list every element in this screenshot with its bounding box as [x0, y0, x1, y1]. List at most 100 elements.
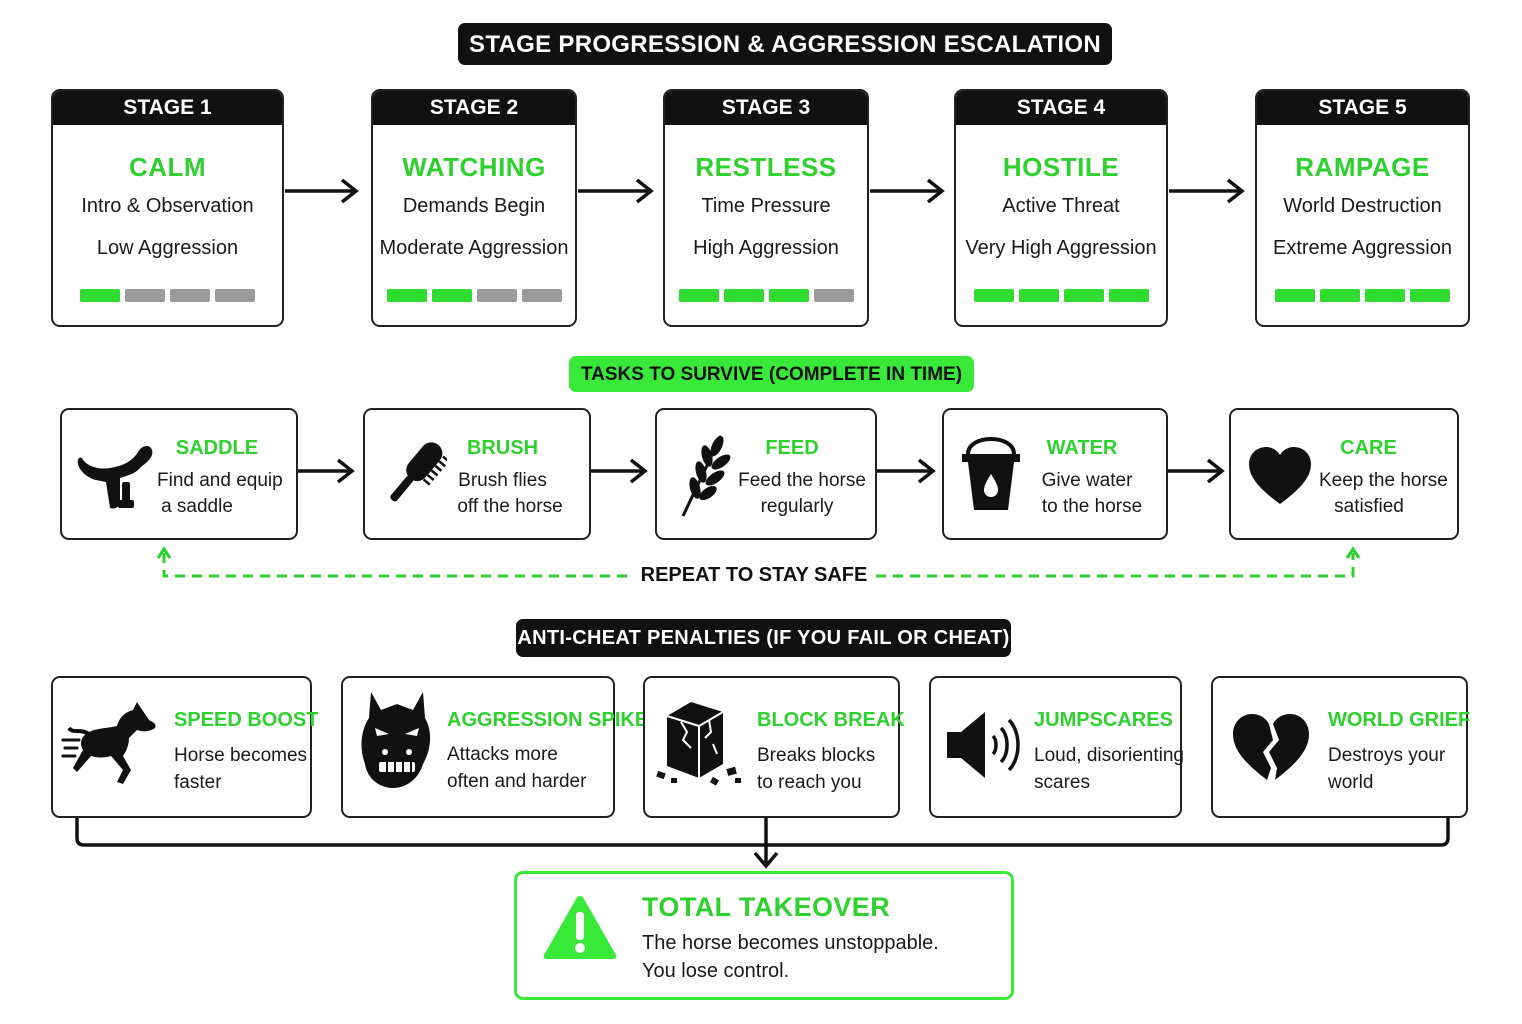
task-title: BRUSH — [466, 437, 539, 459]
aggression-meter — [1257, 289, 1468, 302]
penalty-title: SPEED BOOST — [174, 709, 319, 731]
arrow-stage-2-3 — [578, 178, 654, 204]
stage-label: STAGE 1 — [53, 91, 282, 125]
stage-card-4: STAGE 4 HOSTILE Active Threat Very High … — [954, 89, 1168, 327]
stage-aggression: Low Aggression — [96, 237, 239, 259]
stage-label: STAGE 4 — [956, 91, 1166, 125]
penalty-card-world-grief: WORLD GRIEF Destroys your world — [1211, 676, 1471, 818]
aggression-meter — [53, 289, 282, 302]
arrow-task-3-4 — [877, 458, 936, 484]
task-desc-line1: Find and equip — [157, 470, 283, 491]
penalty-title: WORLD GRIEF — [1328, 709, 1471, 731]
penalty-title: JUMPSCARES — [1034, 709, 1173, 731]
stage-name: CALM — [128, 152, 207, 182]
meter-segment — [723, 289, 764, 302]
stage-aggression: Very High Aggression — [965, 237, 1157, 259]
meter-segment — [170, 289, 210, 302]
task-card-saddle: SADDLE Find and equip a saddle — [60, 408, 298, 540]
meter-segment — [973, 289, 1014, 302]
aggression-meter — [665, 289, 867, 302]
task-desc-line1: Feed the horse — [738, 470, 866, 491]
meter-segment — [215, 289, 255, 302]
penalty-desc-line2: to reach you — [757, 772, 862, 793]
meter-segment — [1275, 289, 1315, 302]
task-desc-line2: regularly — [760, 496, 834, 517]
takeover-title: TOTAL TAKEOVER — [642, 892, 891, 922]
penalty-card-jumpscares: JUMPSCARES Loud, disorienting scares — [929, 676, 1184, 818]
meter-segment — [1410, 289, 1450, 302]
stage-subtitle: Demands Begin — [402, 195, 546, 217]
stage-card-2: STAGE 2 WATCHING Demands Begin Moderate … — [371, 89, 577, 327]
meter-segment — [521, 289, 562, 302]
task-title: FEED — [765, 437, 819, 459]
penalty-desc-line2: often and harder — [447, 771, 587, 792]
aggression-meter — [956, 289, 1166, 302]
stage-subtitle: Active Threat — [1002, 195, 1120, 217]
penalty-desc-line2: faster — [174, 772, 222, 793]
stage-subtitle: Intro & Observation — [81, 195, 254, 217]
task-title: CARE — [1340, 437, 1397, 459]
warning-icon — [541, 892, 619, 962]
arrow-task-1-2 — [298, 458, 355, 484]
meter-segment — [1108, 289, 1149, 302]
stage-name: WATCHING — [402, 152, 546, 182]
running-horse-icon — [61, 698, 161, 788]
task-desc-line1: Brush flies — [458, 470, 547, 491]
penalty-desc-line1: Horse becomes — [174, 745, 308, 766]
wheat-icon — [677, 432, 733, 518]
penalty-desc-line1: Attacks more — [447, 744, 558, 765]
meter-segment — [80, 289, 120, 302]
task-desc-line1: Give water — [1041, 470, 1133, 491]
penalty-card-block-break: BLOCK BREAK Breaks blocks to reach you — [643, 676, 905, 818]
stage-subtitle: World Destruction — [1283, 195, 1442, 217]
penalty-card-aggression-spike: AGGRESSION SPIKE Attacks more often and … — [341, 676, 648, 818]
meter-segment — [1365, 289, 1405, 302]
penalties-section-title: ANTI-CHEAT PENALTIES (IF YOU FAIL OR CHE… — [516, 619, 1011, 657]
angry-horse-icon — [357, 688, 437, 798]
penalty-desc-line1: Destroys your — [1328, 745, 1446, 766]
takeover-line2: You lose control. — [642, 960, 790, 982]
speaker-icon — [945, 710, 1025, 780]
arrow-task-2-3 — [591, 458, 648, 484]
water-bucket-icon — [958, 430, 1024, 516]
meter-segment — [768, 289, 809, 302]
stage-name: HOSTILE — [1002, 152, 1120, 182]
stage-card-1: STAGE 1 CALM Intro & Observation Low Agg… — [51, 89, 284, 327]
meter-segment — [386, 289, 427, 302]
penalty-title: BLOCK BREAK — [757, 709, 905, 731]
stage-name: RESTLESS — [695, 152, 837, 182]
meter-segment — [476, 289, 517, 302]
meter-segment — [1320, 289, 1360, 302]
task-title: WATER — [1046, 437, 1118, 459]
cracked-block-icon — [653, 698, 749, 788]
takeover-card: TOTAL TAKEOVER The horse becomes unstopp… — [514, 871, 1014, 1000]
penalty-title: AGGRESSION SPIKE — [447, 709, 649, 731]
repeat-label: REPEAT TO STAY SAFE — [640, 564, 868, 586]
arrow-stage-3-4 — [870, 178, 945, 204]
heart-icon — [1247, 446, 1313, 506]
arrow-stage-4-5 — [1169, 178, 1245, 204]
task-card-water: WATER Give water to the horse — [942, 408, 1168, 540]
penalty-bracket — [75, 818, 1450, 869]
stage-aggression: Moderate Aggression — [379, 237, 569, 259]
stage-card-5: STAGE 5 RAMPAGE World Destruction Extrem… — [1255, 89, 1470, 327]
task-desc-line1: Keep the horse — [1319, 470, 1448, 491]
takeover-line1: The horse becomes unstoppable. — [642, 932, 939, 954]
task-desc-line2: off the horse — [457, 496, 563, 517]
meter-segment — [125, 289, 165, 302]
arrow-task-4-5 — [1168, 458, 1225, 484]
stage-aggression: Extreme Aggression — [1273, 237, 1452, 259]
penalty-desc-line1: Breaks blocks — [757, 745, 876, 766]
meter-segment — [1063, 289, 1104, 302]
meter-segment — [1018, 289, 1059, 302]
brush-icon — [381, 434, 447, 514]
stage-label: STAGE 2 — [373, 91, 575, 125]
task-desc-line2: satisfied — [1334, 496, 1404, 517]
stage-aggression: High Aggression — [693, 237, 839, 259]
penalty-desc-line2: scares — [1034, 772, 1090, 793]
task-title: SADDLE — [175, 437, 259, 459]
task-card-feed: FEED Feed the horse regularly — [655, 408, 877, 540]
stage-card-3: STAGE 3 RESTLESS Time Pressure High Aggr… — [663, 89, 869, 327]
penalty-card-speed-boost: SPEED BOOST Horse becomes faster — [51, 676, 318, 818]
arrow-stage-1-2 — [285, 178, 359, 204]
